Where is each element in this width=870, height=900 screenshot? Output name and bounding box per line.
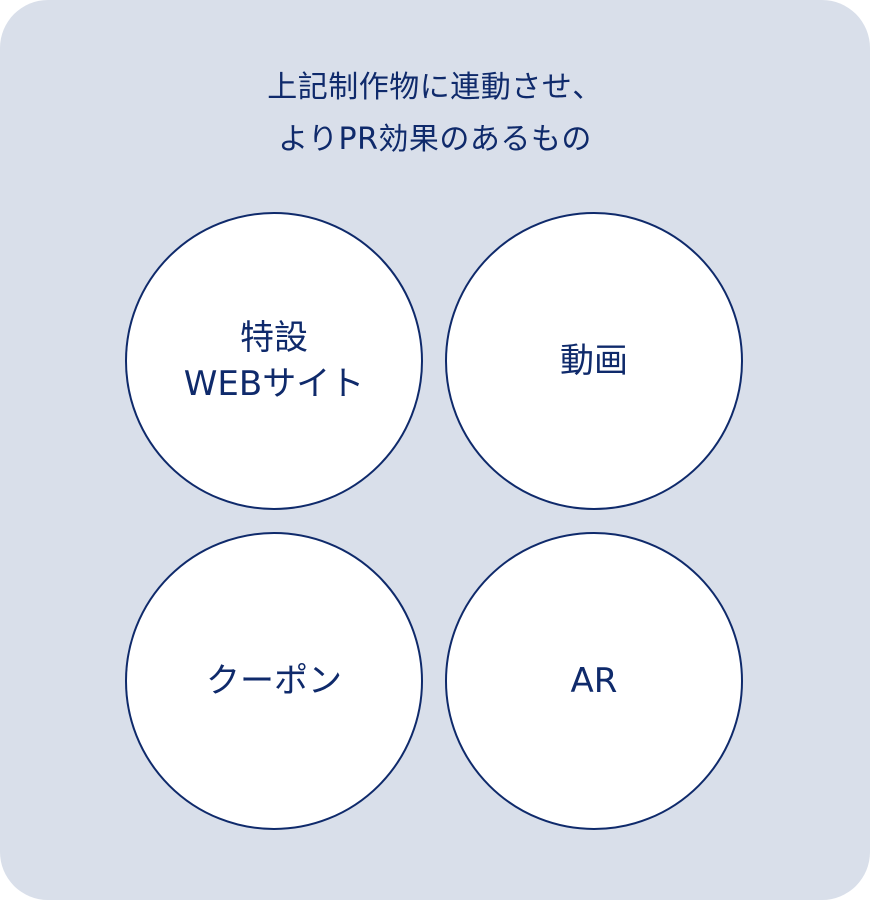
item-circle-ar: AR	[445, 532, 743, 830]
item-circle-special-website: 特設 WEBサイト	[125, 212, 423, 510]
item-label: 動画	[560, 341, 628, 381]
heading-line-2: よりPR効果のあるもの	[278, 122, 592, 157]
item-label-line-1: 特設	[240, 318, 308, 358]
diagram-heading: 上記制作物に連動させ、 よりPR効果のあるもの	[0, 62, 870, 166]
item-label-line-2: WEBサイト	[183, 364, 365, 404]
heading-line-1: 上記制作物に連動させ、	[267, 70, 603, 105]
item-circle-video: 動画	[445, 212, 743, 510]
item-circle-coupon: クーポン	[125, 532, 423, 830]
item-label: クーポン	[206, 661, 342, 701]
item-label: AR	[570, 661, 618, 701]
